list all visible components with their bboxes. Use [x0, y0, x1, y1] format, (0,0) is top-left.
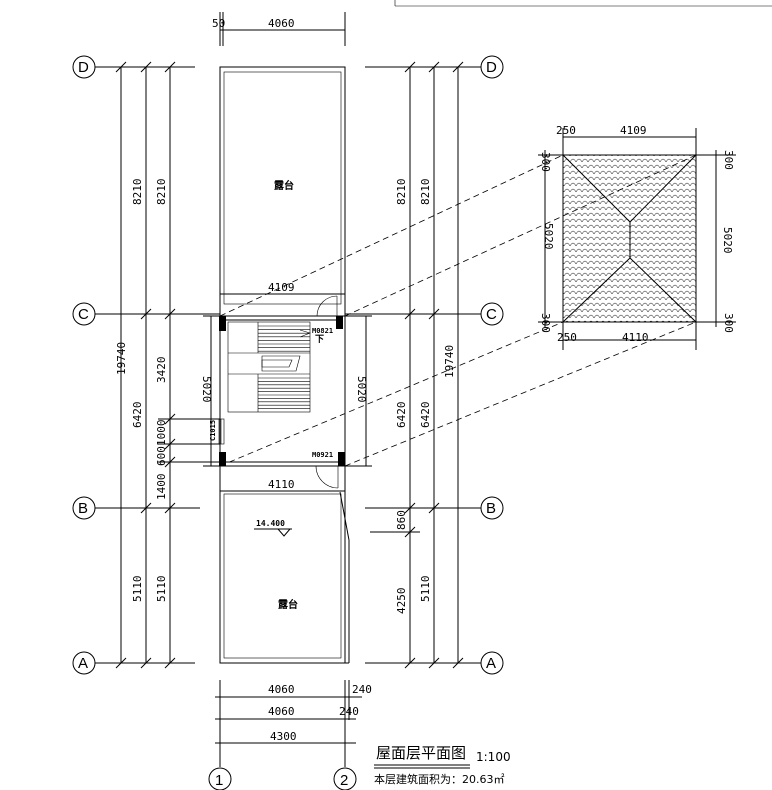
dim-right-ba-5110: 5110: [419, 576, 432, 603]
building-outline: [219, 66, 350, 664]
dim-right-ba-4250: 4250: [395, 588, 408, 615]
axis-bubbles-left: D C B A: [72, 55, 220, 675]
dim-roof-bottom-width: 4110: [622, 331, 649, 344]
window-c1015: [218, 418, 225, 445]
down-arrow-label: 下: [315, 334, 324, 345]
stair-room: C1015 M0821 下 M0921: [209, 295, 345, 489]
top-dimension: 50 4060: [212, 12, 346, 46]
axis-label-a-left: A: [78, 655, 88, 672]
dim-left-total: 19740: [115, 342, 128, 375]
axis-label-c-left: C: [78, 306, 89, 323]
dim-bottom-row1-extra: 240: [352, 683, 372, 696]
axis-label-1: 1: [215, 772, 223, 789]
window-tag: C1015: [209, 420, 217, 441]
dim-left-ba-inner: 5110: [155, 576, 168, 603]
title-block: 屋面层平面图 1:100 本层建筑面积为：20.63㎡: [374, 744, 511, 786]
dim-left-cb-1000: 1000: [155, 420, 168, 447]
roof-tile-area: [562, 154, 697, 323]
room-label-bottom-terrace: 露台: [278, 598, 298, 611]
dim-roof-left-bottom: 300: [539, 313, 552, 333]
dim-roof-top-small: 250: [556, 124, 576, 137]
axis-label-a-right: A: [486, 655, 496, 672]
bottom-dimensions: 4060 240 4060 240 4300: [215, 680, 372, 767]
dim-bottom-row1-main: 4060: [268, 683, 295, 696]
axis-bubbles-bottom: 1 2: [208, 767, 357, 790]
dim-stair-bottom: 4110: [268, 478, 295, 491]
dim-left-dc-inner: 8210: [155, 179, 168, 206]
dim-right-ba-860: 860: [395, 510, 408, 530]
dim-roof-left-top: 300: [539, 152, 552, 172]
dim-roof-right-bottom: 300: [722, 313, 735, 333]
plan-scale: 1:100: [476, 750, 511, 764]
axis-label-c-right: C: [486, 306, 497, 323]
dim-roof-top-width: 4109: [620, 124, 647, 137]
left-dimension-chains: 19740 8210 8210 6420 3420 1000 600 1400 …: [115, 61, 220, 669]
dim-roof-right-top: 300: [722, 150, 735, 170]
dim-stair-right: 5020: [355, 376, 368, 403]
right-dimension-chains: 8210 8210 19740 6420 6420 860 4250 5110: [370, 61, 464, 669]
dim-left-cb-inner: 3420: [155, 357, 168, 384]
dim-right-total: 19740: [443, 345, 456, 378]
dim-left-ba-outer: 5110: [131, 576, 144, 603]
axis-label-d-left: D: [78, 59, 89, 76]
door-tag-bottom: M0921: [312, 451, 333, 459]
dim-roof-bottom-small: 250: [557, 331, 577, 344]
axis-label-b-left: B: [78, 500, 88, 517]
door-tag-top: M0821: [312, 327, 333, 335]
dim-right-cb-inner: 6420: [419, 402, 432, 429]
column-bottom-left: [219, 452, 226, 466]
axis-label-d-right: D: [486, 59, 497, 76]
room-label-top-terrace: 露台: [274, 179, 294, 192]
elevation-mark: 14.400: [254, 519, 292, 537]
dim-roof-left-mid: 5020: [542, 223, 555, 250]
dim-top-width: 4060: [268, 17, 295, 30]
area-note: 本层建筑面积为：20.63㎡: [374, 772, 505, 786]
dim-stair-top: 4109: [268, 281, 295, 294]
dim-bottom-row2-main: 4060: [268, 705, 295, 718]
staircase: [227, 321, 311, 413]
dim-left-cb-600: 600: [155, 446, 168, 466]
dim-roof-right-mid: 5020: [721, 227, 734, 254]
column-top-right: [336, 316, 343, 329]
elevation-label: 14.400: [256, 519, 285, 528]
column-top-left: [219, 316, 226, 331]
axis-label-2: 2: [340, 772, 348, 789]
plan-title: 屋面层平面图: [376, 744, 466, 762]
dim-bottom-row2-extra: 240: [339, 705, 359, 718]
dim-left-cb-1400: 1400: [155, 474, 168, 501]
dim-bottom-row3: 4300: [270, 730, 297, 743]
column-bottom-right: [338, 452, 345, 466]
axis-label-b-right: B: [486, 500, 496, 517]
dim-stair-left: 5020: [200, 376, 213, 403]
dim-left-dc-outer: 8210: [131, 179, 144, 206]
dim-right-cb-outer: 6420: [395, 402, 408, 429]
roof-detail: 250 4109 250 4110 300 5020 300 300 5020 …: [538, 124, 736, 350]
dim-right-dc-inner: 8210: [419, 179, 432, 206]
dim-left-cb-outer: 6420: [131, 402, 144, 429]
dim-right-dc-outer: 8210: [395, 179, 408, 206]
dim-top-small: 50: [212, 17, 225, 30]
